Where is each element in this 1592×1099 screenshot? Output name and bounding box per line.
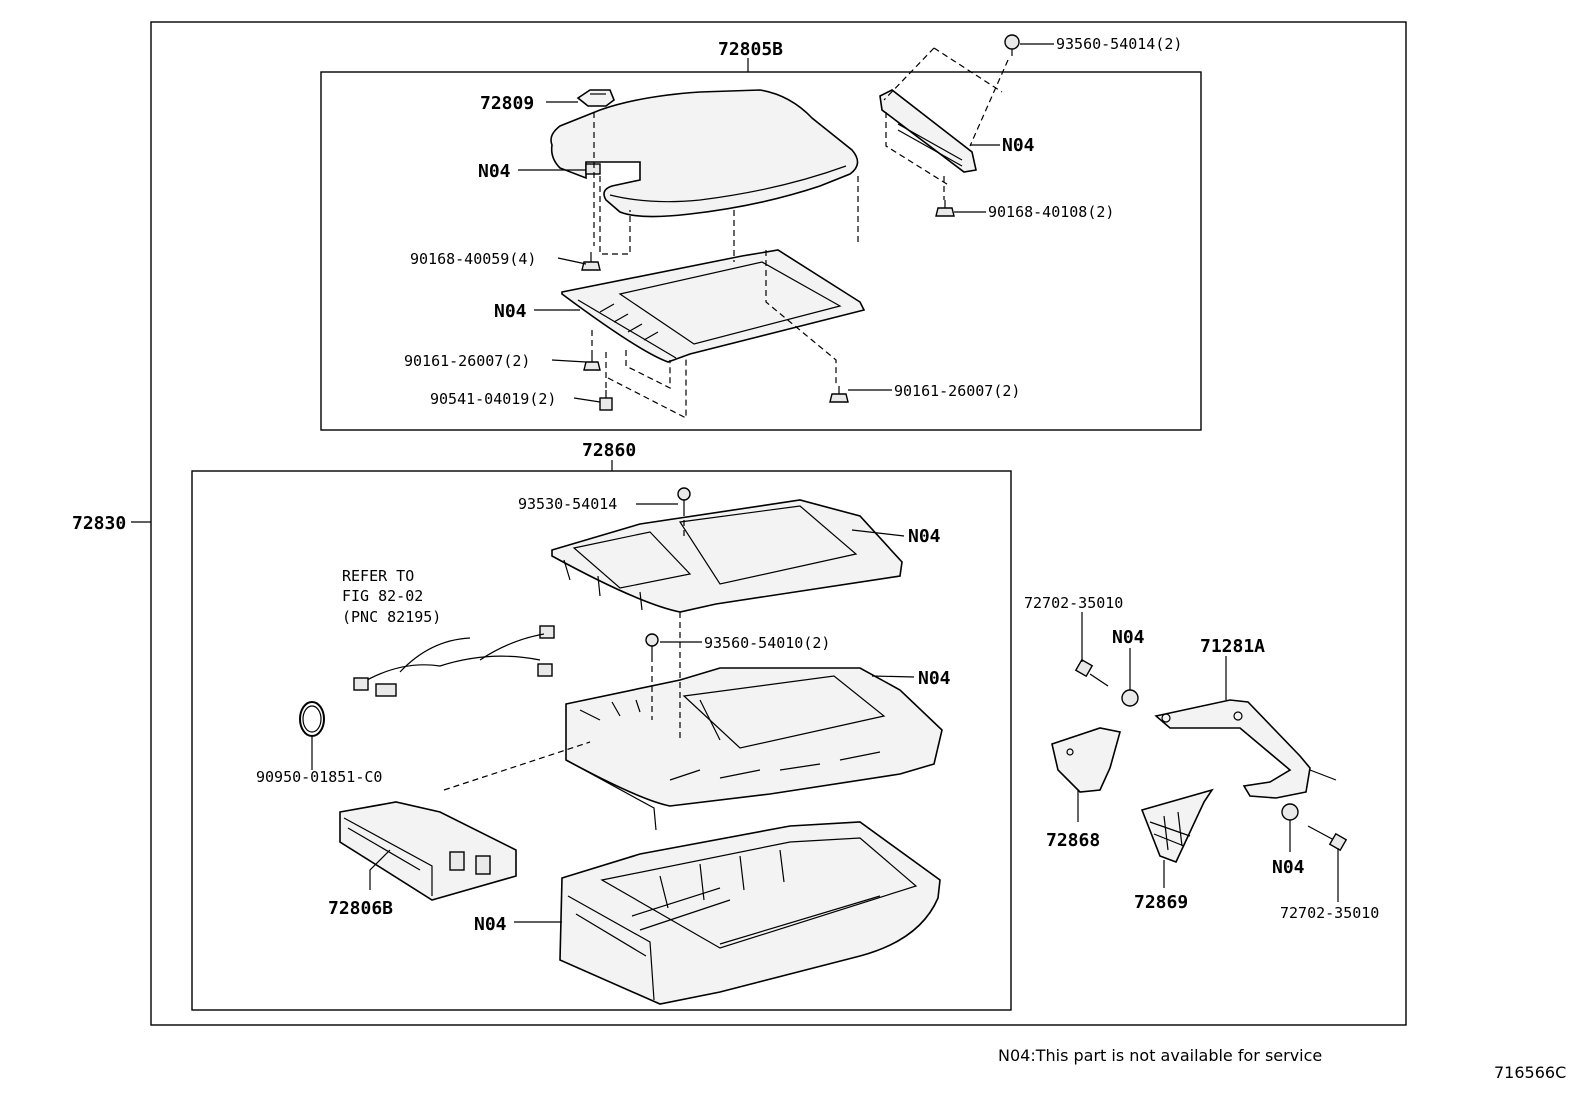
bolt-72702-35010-top (1074, 658, 1109, 687)
screw-93560-54014 (1004, 34, 1020, 56)
callout-n04-base: N04 (494, 301, 527, 322)
armrest-base-frame-part (561, 249, 866, 363)
screw-90168-40059 (581, 252, 601, 271)
callout-90161-26007-left: 90161-26007(2) (404, 352, 530, 370)
console-middle-box-part (565, 667, 943, 831)
drawer-72806B-part (339, 801, 517, 901)
clip-90541-04019 (599, 390, 613, 411)
callout-90541-04019: 90541-04019(2) (430, 390, 556, 408)
callout-72805B: 72805B (718, 39, 783, 60)
callout-72806B: 72806B (328, 898, 393, 919)
callout-90168-40059: 90168-40059(4) (410, 250, 536, 268)
callout-72702-35010-top: 72702-35010 (1024, 594, 1123, 612)
callout-refer-line1: REFER TO (342, 567, 414, 585)
armrest-lid-part (550, 89, 859, 218)
callout-refer-line3: (PNC 82195) (342, 608, 441, 626)
callout-n04-tray: N04 (908, 526, 941, 547)
callout-n04-nut-top: N04 (1112, 627, 1145, 648)
cover-72869-part (1140, 788, 1214, 864)
callout-72860: 72860 (582, 440, 636, 461)
nut-bottom-part (1281, 803, 1299, 821)
o-ring-part (299, 701, 325, 737)
callout-72830: 72830 (72, 513, 126, 534)
console-upper-tray-part (551, 499, 903, 613)
callout-n04-bottom: N04 (474, 914, 507, 935)
callout-refer-line2: FIG 82-02 (342, 587, 423, 605)
callout-71281A: 71281A (1200, 636, 1265, 657)
callout-90950-01851-C0: 90950-01851-C0 (256, 768, 382, 786)
callout-90161-26007-right: 90161-26007(2) (894, 382, 1020, 400)
callout-n04-lid: N04 (478, 161, 511, 182)
callout-72868: 72868 (1046, 830, 1100, 851)
callout-n04-nut-bottom: N04 (1272, 857, 1305, 878)
assembly-frame-72830 (150, 21, 1407, 1026)
bolt-72702-35010-bottom (1307, 825, 1348, 852)
lid-clip-72809 (576, 89, 615, 107)
callout-72809: 72809 (480, 93, 534, 114)
screw-93560-54010 (645, 633, 659, 656)
hinge-plate-part (879, 89, 977, 173)
callout-72702-35010-bottom: 72702-35010 (1280, 904, 1379, 922)
callout-90168-40108: 90168-40108(2) (988, 203, 1114, 221)
screw-93530-54014 (677, 487, 691, 510)
screw-90161-26007-left (583, 354, 601, 371)
screw-90168-40108 (935, 200, 955, 217)
diagram-id: 716566C (1494, 1063, 1566, 1082)
footer-note: N04:This part is not available for servi… (998, 1046, 1322, 1065)
console-bottom-part (559, 821, 941, 1005)
wire-harness-part (353, 625, 555, 697)
subassembly-frame-72860 (191, 470, 1012, 1011)
cover-72868-part (1051, 727, 1122, 793)
nut-top-part (1121, 689, 1139, 707)
callout-93560-54014: 93560-54014(2) (1056, 35, 1182, 53)
callout-93530-54014: 93530-54014 (518, 495, 617, 513)
callout-72869: 72869 (1134, 892, 1188, 913)
callout-n04-box: N04 (918, 668, 951, 689)
callout-n04-hinge: N04 (1002, 135, 1035, 156)
bracket-71281A-part (1154, 699, 1337, 799)
screw-90161-26007-right (829, 386, 849, 403)
callout-93560-54010: 93560-54010(2) (704, 634, 830, 652)
subassembly-frame-72805B (320, 71, 1202, 431)
